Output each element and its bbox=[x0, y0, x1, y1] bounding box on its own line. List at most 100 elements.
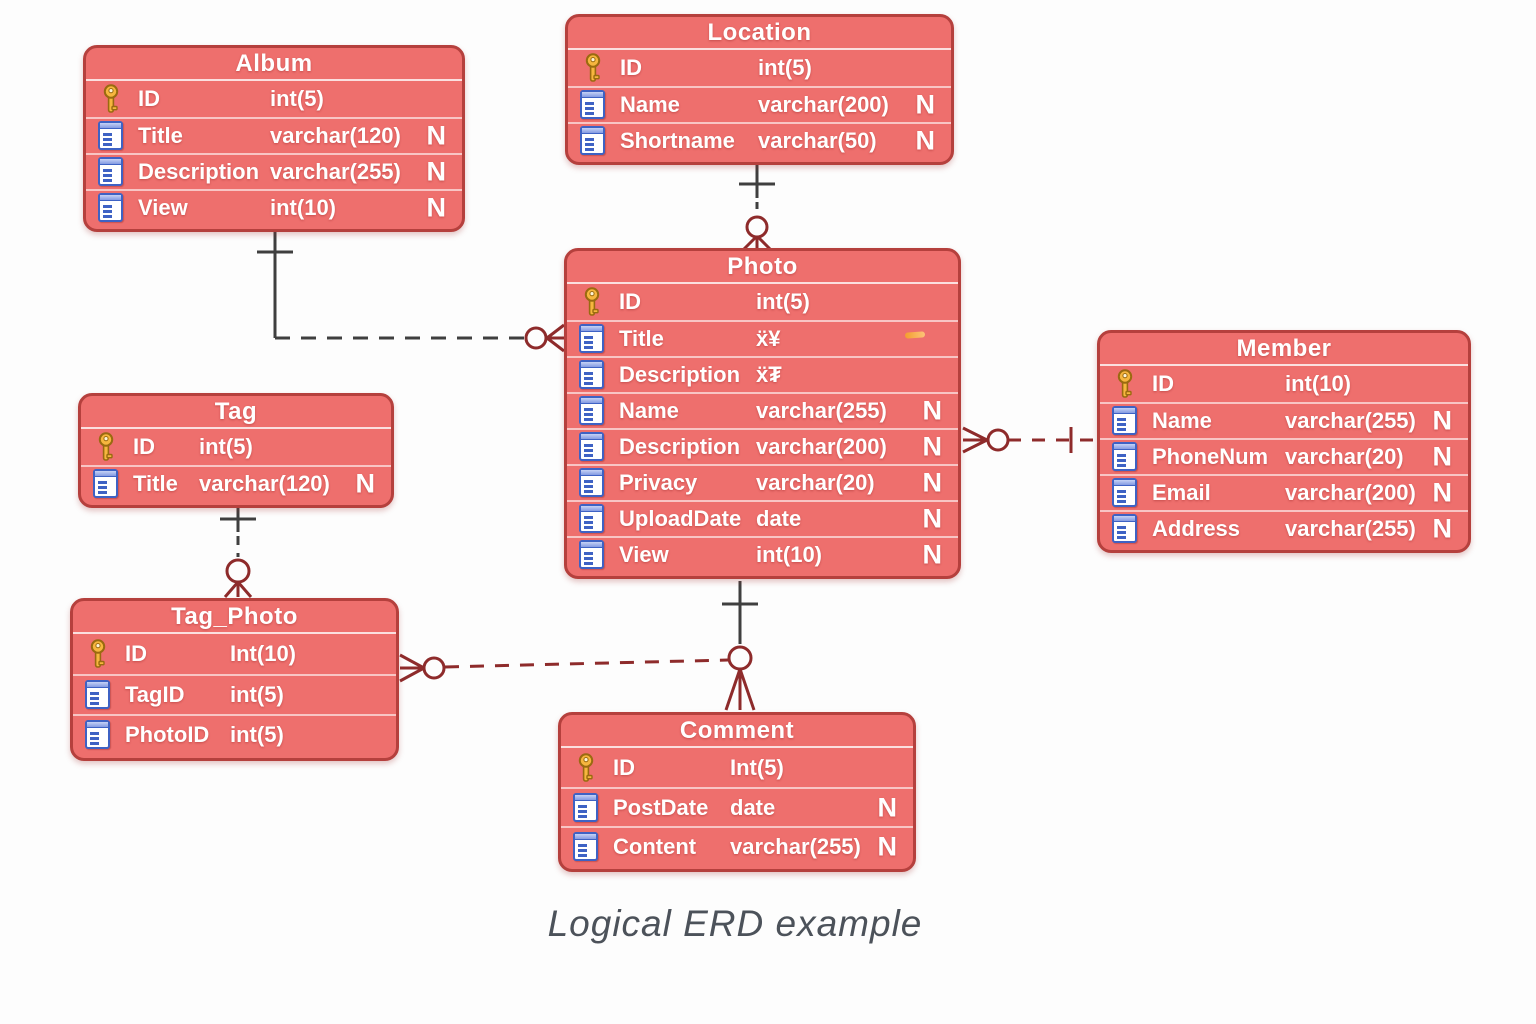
column-icon bbox=[580, 126, 606, 156]
field-type: int(5) bbox=[230, 682, 284, 707]
key-icon bbox=[573, 752, 599, 783]
column-icon bbox=[98, 193, 124, 223]
field-type: varchar(20) bbox=[756, 470, 875, 495]
field-type: Int(10) bbox=[230, 641, 296, 666]
column-icon bbox=[98, 121, 124, 151]
field-type: date bbox=[730, 794, 776, 820]
field-type: varchar(200) bbox=[756, 434, 887, 459]
nullable-flag: N bbox=[922, 431, 943, 462]
field-name: ID bbox=[1152, 371, 1174, 396]
key-icon bbox=[93, 432, 119, 462]
nullable-flag: N bbox=[426, 156, 447, 187]
nullable-flag: N bbox=[426, 120, 447, 151]
nullable-flag: N bbox=[915, 125, 936, 156]
field-name: TagID bbox=[125, 682, 185, 707]
field-name: Name bbox=[619, 398, 679, 423]
field-name: Name bbox=[1152, 408, 1212, 433]
field-type: int(5) bbox=[758, 55, 812, 80]
field-type: int(10) bbox=[1285, 371, 1351, 396]
rel-tagphoto-junction[interactable] bbox=[399, 653, 729, 683]
field-name: Shortname bbox=[620, 128, 735, 153]
column-icon bbox=[573, 792, 599, 823]
field-name: Content bbox=[613, 833, 697, 859]
column-icon bbox=[1112, 406, 1138, 436]
column-icon bbox=[579, 432, 605, 462]
table-row: Title varchar(120) N bbox=[86, 117, 462, 153]
rel-tag-tagphoto[interactable] bbox=[220, 499, 256, 598]
table-title: Photo bbox=[567, 251, 958, 284]
nullable-flag: N bbox=[1432, 441, 1453, 472]
nullable-flag: N bbox=[922, 395, 943, 426]
field-type: date bbox=[756, 506, 802, 531]
column-icon bbox=[1112, 478, 1138, 508]
nullable-flag: N bbox=[922, 467, 943, 498]
field-type: varchar(255) bbox=[756, 398, 887, 423]
field-name: View bbox=[138, 195, 188, 220]
nullable-flag: N bbox=[922, 539, 943, 570]
rel-album-photo[interactable] bbox=[257, 229, 565, 353]
field-name: View bbox=[619, 542, 669, 567]
table-title: Tag_Photo bbox=[73, 601, 396, 634]
table-row: Name varchar(255) N bbox=[567, 392, 958, 428]
field-type: varchar(255) bbox=[270, 159, 401, 184]
column-icon bbox=[579, 540, 605, 570]
field-name: ID bbox=[619, 289, 641, 314]
table-row: TagID int(5) bbox=[73, 674, 396, 714]
nullable-flag: N bbox=[922, 503, 943, 534]
field-type: varchar(200) bbox=[758, 92, 889, 117]
field-type: varchar(120) bbox=[270, 123, 401, 148]
table-title: Tag bbox=[81, 396, 391, 429]
field-type: varchar(50) bbox=[758, 128, 877, 153]
field-name: UploadDate bbox=[619, 506, 742, 531]
nullable-flag: N bbox=[1432, 405, 1453, 436]
column-icon bbox=[98, 157, 124, 187]
field-type: int(5) bbox=[270, 86, 324, 111]
field-name: Title bbox=[619, 326, 664, 351]
table-title: Comment bbox=[561, 715, 913, 748]
field-type: ẍ₮ bbox=[756, 362, 782, 387]
column-icon bbox=[579, 504, 605, 534]
rel-photo-member[interactable] bbox=[962, 426, 1095, 454]
field-type: varchar(255) bbox=[730, 833, 861, 859]
field-name: Title bbox=[138, 123, 183, 148]
field-name: Address bbox=[1152, 516, 1241, 541]
nullable-flag: N bbox=[1432, 513, 1453, 544]
column-icon bbox=[573, 831, 599, 862]
rel-location-photo[interactable] bbox=[739, 160, 775, 251]
key-icon bbox=[1112, 369, 1138, 399]
nullable-flag: N bbox=[355, 468, 376, 499]
field-type: ẍ¥ bbox=[756, 326, 781, 351]
field-type: int(5) bbox=[230, 722, 284, 747]
rel-photo-comment[interactable] bbox=[722, 581, 758, 711]
nullable-flag: N bbox=[426, 192, 447, 223]
nullable-flag: N bbox=[877, 831, 898, 861]
column-icon bbox=[85, 680, 111, 710]
field-name: Name bbox=[620, 92, 680, 117]
field-type: int(5) bbox=[199, 434, 253, 459]
column-icon bbox=[579, 468, 605, 498]
table-title: Album bbox=[86, 48, 462, 81]
key-icon bbox=[580, 53, 606, 83]
field-name: Description bbox=[619, 362, 741, 387]
field-name: PostDate bbox=[613, 794, 709, 820]
